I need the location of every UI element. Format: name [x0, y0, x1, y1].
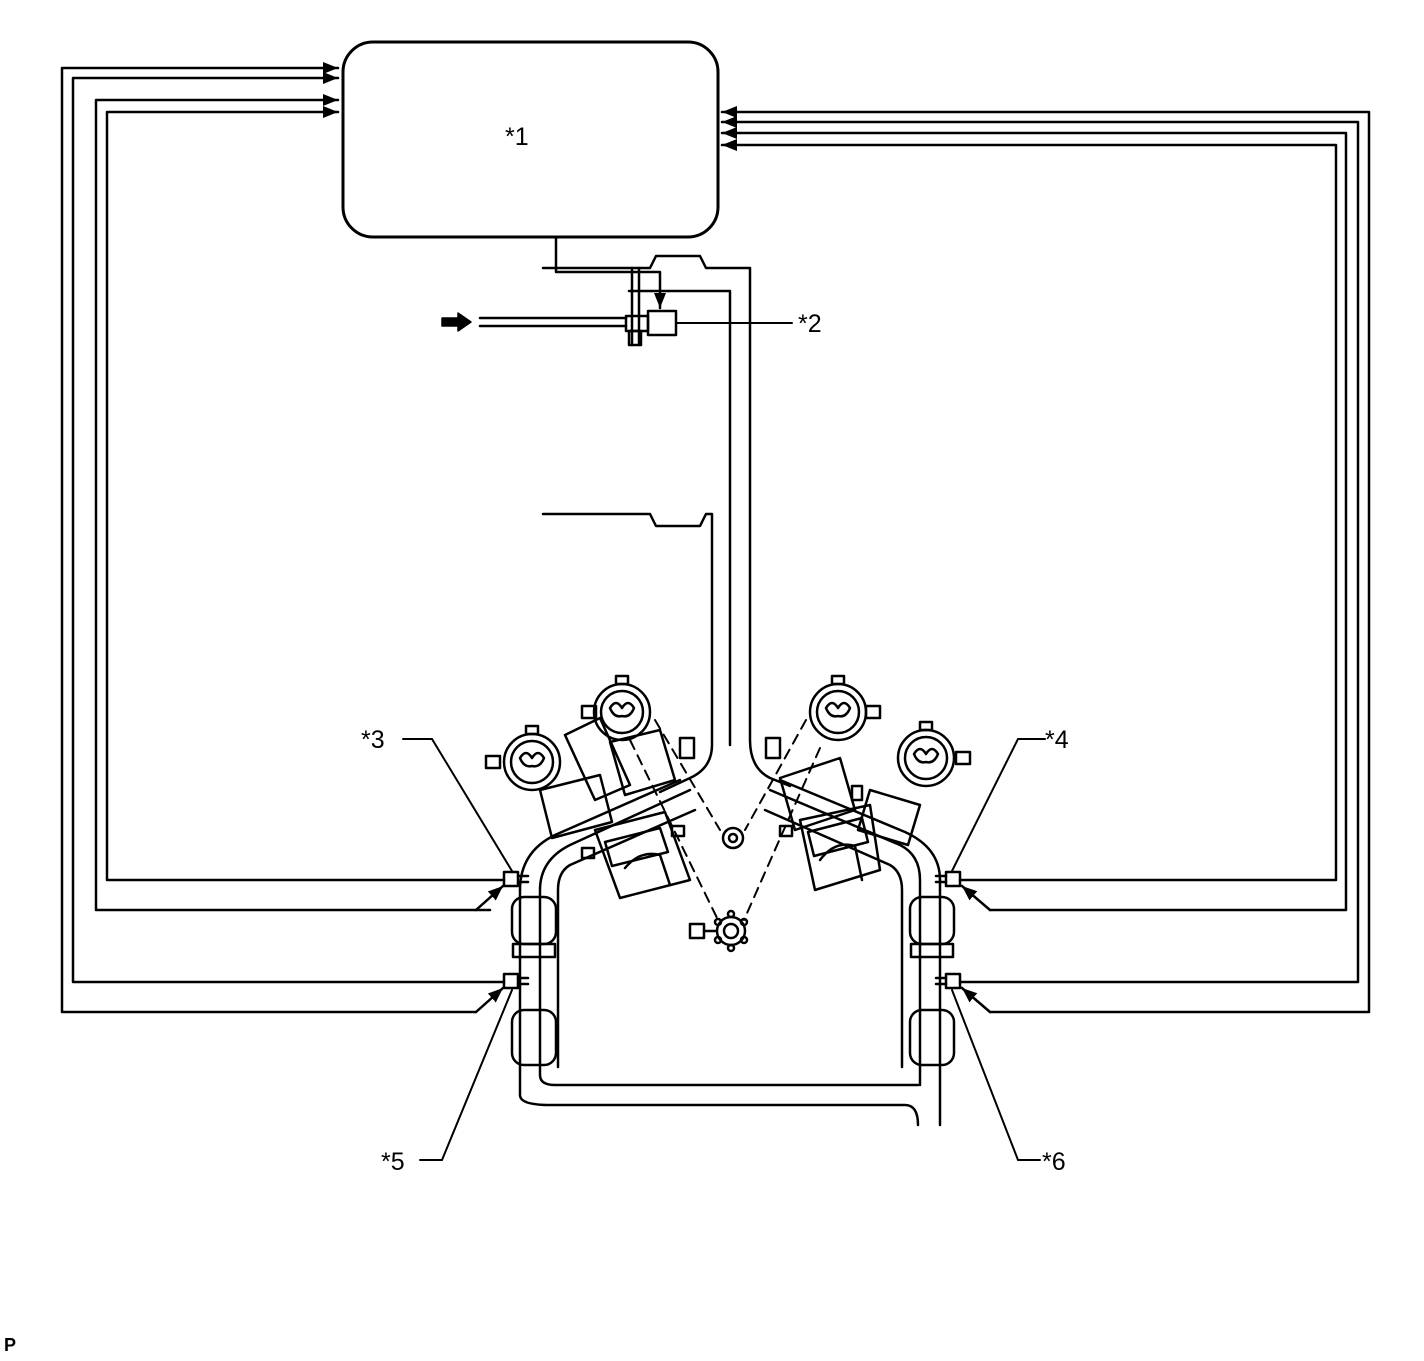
fuel-injector-icon: [484, 724, 562, 792]
sensor-b1s2-label: *5: [381, 1148, 405, 1176]
left-sensor-wiring: [60, 62, 506, 1014]
vsv-label: *2: [798, 310, 822, 338]
timing-chain: [629, 719, 821, 921]
fuel-injector-icon: [808, 674, 882, 742]
fuel-injector-icon: [896, 720, 972, 788]
sensor-b1s1-label: *3: [361, 726, 385, 754]
sensor-b1s2-leader: [441, 989, 513, 1161]
right-engine-bank: [764, 674, 972, 892]
idler-pulley: [721, 826, 745, 850]
right-sensor-wiring: [720, 106, 1371, 1014]
oxygen-sensor-icon: [502, 870, 530, 888]
ecm-box: [341, 40, 720, 239]
sensor-b1s1-leader: [431, 738, 513, 872]
left-engine-bank: [484, 674, 696, 900]
sensor-b2s1-leader: [951, 738, 1019, 872]
intake-pipe: [541, 254, 792, 794]
fuel-injector-icon: [580, 674, 652, 742]
catalytic-converter-icon: [908, 895, 956, 1067]
flow-arrow-icon: [441, 312, 472, 332]
sensor-b2s1-label: *4: [1045, 726, 1069, 754]
catalytic-converter-icon: [510, 895, 558, 1067]
crank-sprocket: [688, 909, 749, 953]
corner-code: P: [4, 1335, 17, 1355]
ecm-label: *1: [505, 123, 529, 151]
oxygen-sensor-icon: [502, 972, 530, 990]
sensor-b2s2-label: *6: [1042, 1148, 1066, 1176]
ecm-vsv-line: [554, 236, 666, 310]
vsv-assembly: [478, 266, 678, 347]
sensor-b2s2-leader: [951, 989, 1019, 1161]
right-exhaust-pipe: [763, 778, 942, 1127]
